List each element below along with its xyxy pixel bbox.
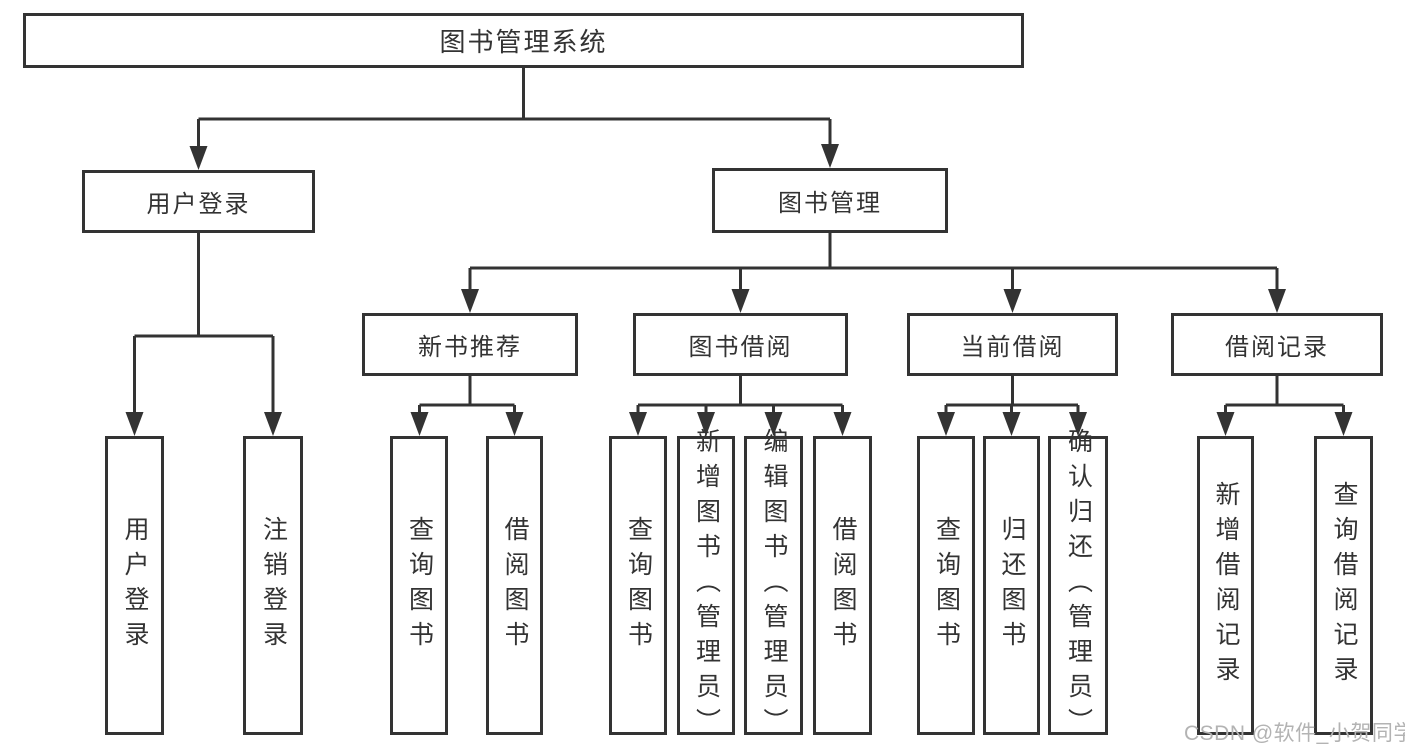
leaf-return-books: 归还图书 [983,436,1040,735]
node-book-borrowing: 图书借阅 [633,313,848,376]
leaf-borrow-books-recommend: 借阅图书 [486,436,543,735]
node-label: 新书推荐 [418,334,522,361]
leaf-label: 借阅图书 [501,515,529,656]
leaf-add-book-admin: 新增图书（管理员） [677,428,735,743]
node-label: 用户登录 [146,191,251,218]
leaf-user-login: 用户登录 [105,436,164,735]
leaf-label: 新增借阅记录 [1212,480,1240,691]
leaf-label: 查询图书 [624,515,653,656]
leaf-label: 用户登录 [121,515,149,656]
leaf-borrow-books: 借阅图书 [813,436,872,735]
leaf-query-books-current: 查询图书 [917,436,975,735]
node-label: 图书管理 [778,190,882,217]
csdn-watermark: CSDN @软件_小贺同学 [1184,722,1405,745]
tree-edges [133,68,1345,414]
node-user-login: 用户登录 [82,170,315,233]
node-label: 图书借阅 [688,334,793,361]
leaf-label: 查询图书 [405,515,434,656]
leaf-query-borrow-record: 查询借阅记录 [1314,436,1373,735]
leaf-label: 新增图书（管理员） [692,428,721,743]
leaf-query-books-borrowing: 查询图书 [609,436,667,735]
node-new-book-recommend: 新书推荐 [362,313,578,376]
node-label: 借阅记录 [1225,334,1329,361]
node-label: 当前借阅 [960,334,1065,361]
node-label: 图书管理系统 [439,27,608,57]
leaf-label: 借阅图书 [829,515,857,656]
leaf-add-borrow-record: 新增借阅记录 [1197,436,1254,735]
leaf-query-books-recommend: 查询图书 [390,436,448,735]
node-borrowing-records: 借阅记录 [1171,313,1383,376]
node-book-management: 图书管理 [712,168,948,233]
leaf-label: 归还图书 [998,515,1026,656]
arrowhead-icons [125,144,1353,436]
leaf-label: 注销登录 [259,515,288,656]
leaf-label: 编辑图书（管理员） [760,428,788,743]
leaf-confirm-return-admin: 确认归还（管理员） [1048,428,1108,743]
leaf-edit-book-admin: 编辑图书（管理员） [744,428,803,743]
node-book-management-system: 图书管理系统 [23,13,1024,68]
node-current-borrowing: 当前借阅 [907,313,1118,376]
leaf-label: 查询借阅记录 [1330,480,1358,691]
leaf-label: 确认归还（管理员） [1064,428,1093,743]
leaf-label: 查询图书 [932,515,961,656]
leaf-logout: 注销登录 [243,436,303,735]
